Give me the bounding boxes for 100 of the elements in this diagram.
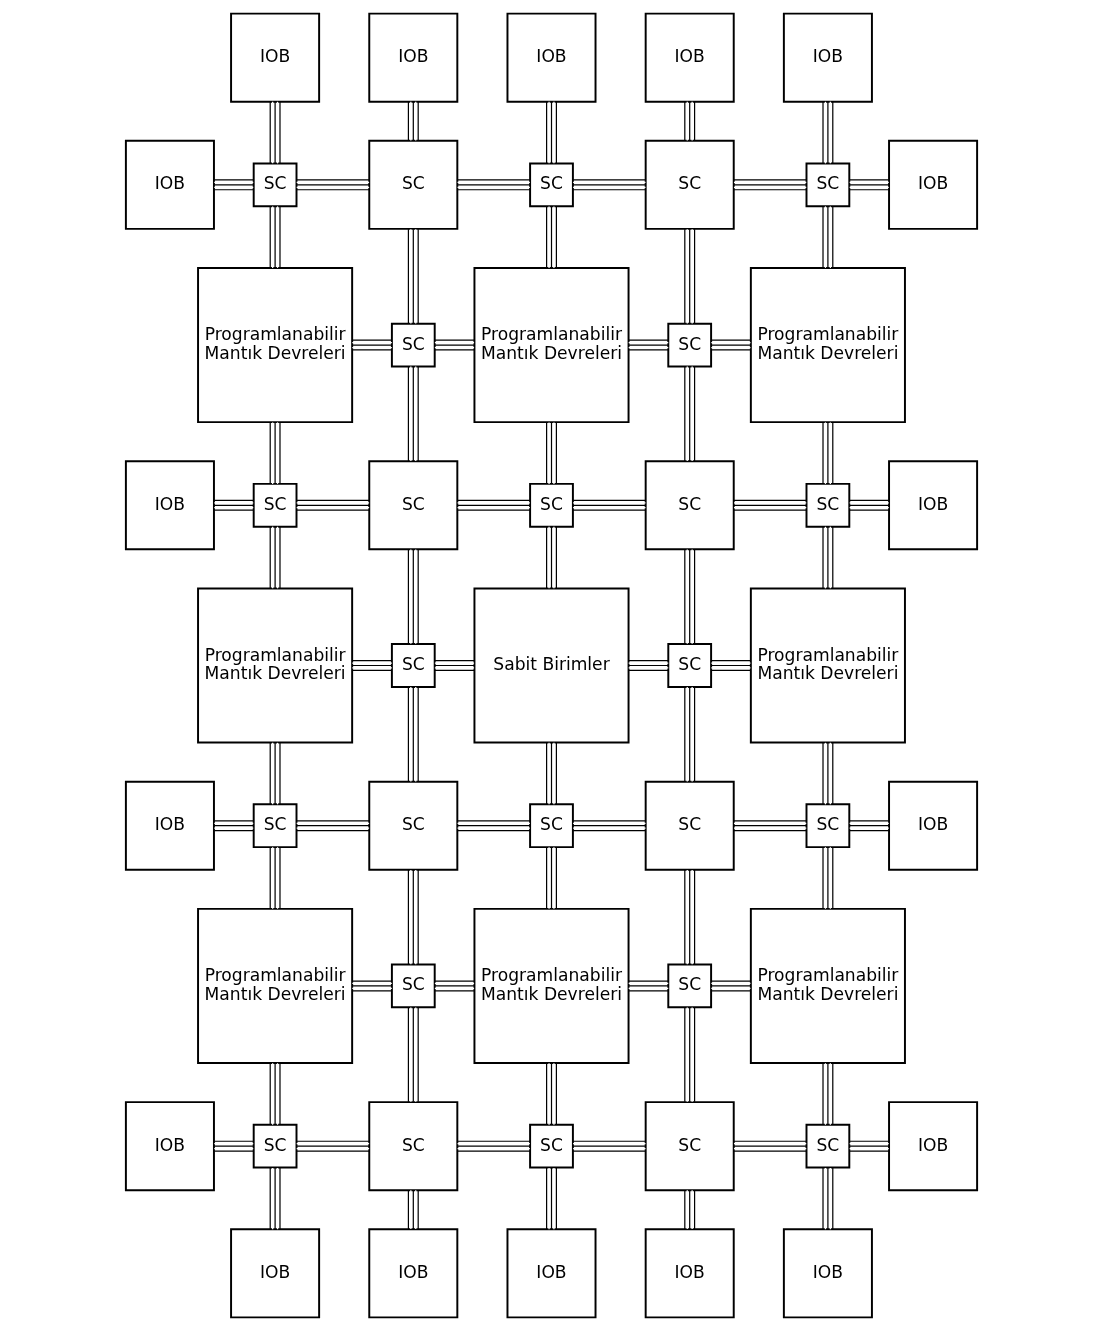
connector — [407, 549, 419, 645]
node-box: SC — [252, 482, 298, 528]
connector — [213, 179, 254, 191]
connector — [710, 660, 752, 671]
node-box: IOB — [124, 139, 215, 230]
connector — [628, 660, 669, 671]
connector — [628, 339, 669, 351]
connector — [684, 101, 696, 142]
connector — [822, 101, 834, 164]
connector — [849, 179, 890, 191]
connector — [213, 1140, 254, 1152]
node-box: IOB — [888, 460, 979, 551]
connector — [628, 980, 669, 992]
node-box: SC — [368, 780, 459, 871]
connector — [546, 1062, 557, 1126]
connector — [407, 686, 419, 782]
node-box: SC — [529, 803, 574, 849]
connector — [407, 366, 419, 462]
connector — [684, 869, 696, 965]
connector — [546, 101, 557, 164]
node-box: IOB — [124, 1101, 215, 1192]
connector — [822, 1167, 834, 1230]
connector — [822, 421, 834, 485]
connector — [269, 526, 281, 589]
connector — [351, 339, 393, 351]
connector — [296, 820, 370, 832]
node-box: SC — [644, 460, 735, 551]
node-box: SC — [390, 963, 436, 1009]
connector — [572, 820, 647, 832]
connector — [269, 1062, 281, 1126]
node-box: SC — [805, 1123, 851, 1169]
node-box: Programlanabilir Mantık Devreleri — [473, 267, 630, 424]
connector — [546, 205, 557, 269]
node-box: IOB — [230, 1228, 321, 1319]
node-box: IOB — [782, 12, 873, 103]
connector — [684, 1189, 696, 1230]
node-box: IOB — [644, 1228, 735, 1319]
connector — [269, 846, 281, 910]
connector — [822, 205, 834, 269]
node-box: SC — [644, 1101, 735, 1192]
connector — [684, 686, 696, 782]
connector — [269, 421, 281, 485]
node-box: Programlanabilir Mantık Devreleri — [749, 907, 906, 1064]
node-box: SC — [529, 162, 574, 208]
connector — [822, 1062, 834, 1126]
connector — [269, 1167, 281, 1230]
node-box: IOB — [124, 780, 215, 871]
connector — [269, 742, 281, 805]
node-box: SC — [805, 803, 851, 849]
node-box: Programlanabilir Mantık Devreleri — [749, 587, 906, 744]
node-box: IOB — [888, 139, 979, 230]
node-box: IOB — [124, 460, 215, 551]
node-box: IOB — [888, 1101, 979, 1192]
connector — [849, 1140, 890, 1152]
connector — [822, 846, 834, 910]
node-box: SC — [252, 162, 298, 208]
node-box: Sabit Birimler — [473, 587, 630, 744]
connector — [407, 1189, 419, 1230]
connector — [407, 869, 419, 965]
node-box: Programlanabilir Mantık Devreleri — [749, 267, 906, 424]
node-box: SC — [252, 803, 298, 849]
node-box: SC — [667, 322, 713, 368]
node-box: SC — [390, 643, 436, 688]
node-box: SC — [368, 1101, 459, 1192]
node-box: SC — [805, 162, 851, 208]
connector — [684, 366, 696, 462]
connector — [684, 1006, 696, 1103]
connector — [269, 205, 281, 269]
connector — [213, 820, 254, 832]
connector — [407, 228, 419, 324]
node-box: IOB — [506, 12, 597, 103]
node-box: SC — [644, 780, 735, 871]
node-box: SC — [667, 963, 713, 1009]
connector — [351, 980, 393, 992]
node-box: SC — [390, 322, 436, 368]
connector — [546, 526, 557, 589]
node-box: IOB — [644, 12, 735, 103]
node-box: Programlanabilir Mantık Devreleri — [197, 907, 354, 1064]
node-box: IOB — [782, 1228, 873, 1319]
connector — [822, 742, 834, 805]
node-box: SC — [368, 139, 459, 230]
connector — [296, 179, 370, 191]
connector — [822, 526, 834, 589]
connector — [849, 820, 890, 832]
connector — [407, 101, 419, 142]
node-box: SC — [805, 482, 851, 528]
connector — [684, 549, 696, 645]
connector — [456, 499, 531, 511]
node-box: IOB — [368, 1228, 459, 1319]
connector — [456, 1140, 531, 1152]
connector — [546, 742, 557, 805]
connector — [546, 1167, 557, 1230]
connector — [456, 820, 531, 832]
connector — [456, 179, 531, 191]
connector — [407, 1006, 419, 1103]
node-box: SC — [644, 139, 735, 230]
connector — [684, 228, 696, 324]
node-box: SC — [529, 482, 574, 528]
connector — [546, 421, 557, 485]
node-box: IOB — [230, 12, 321, 103]
